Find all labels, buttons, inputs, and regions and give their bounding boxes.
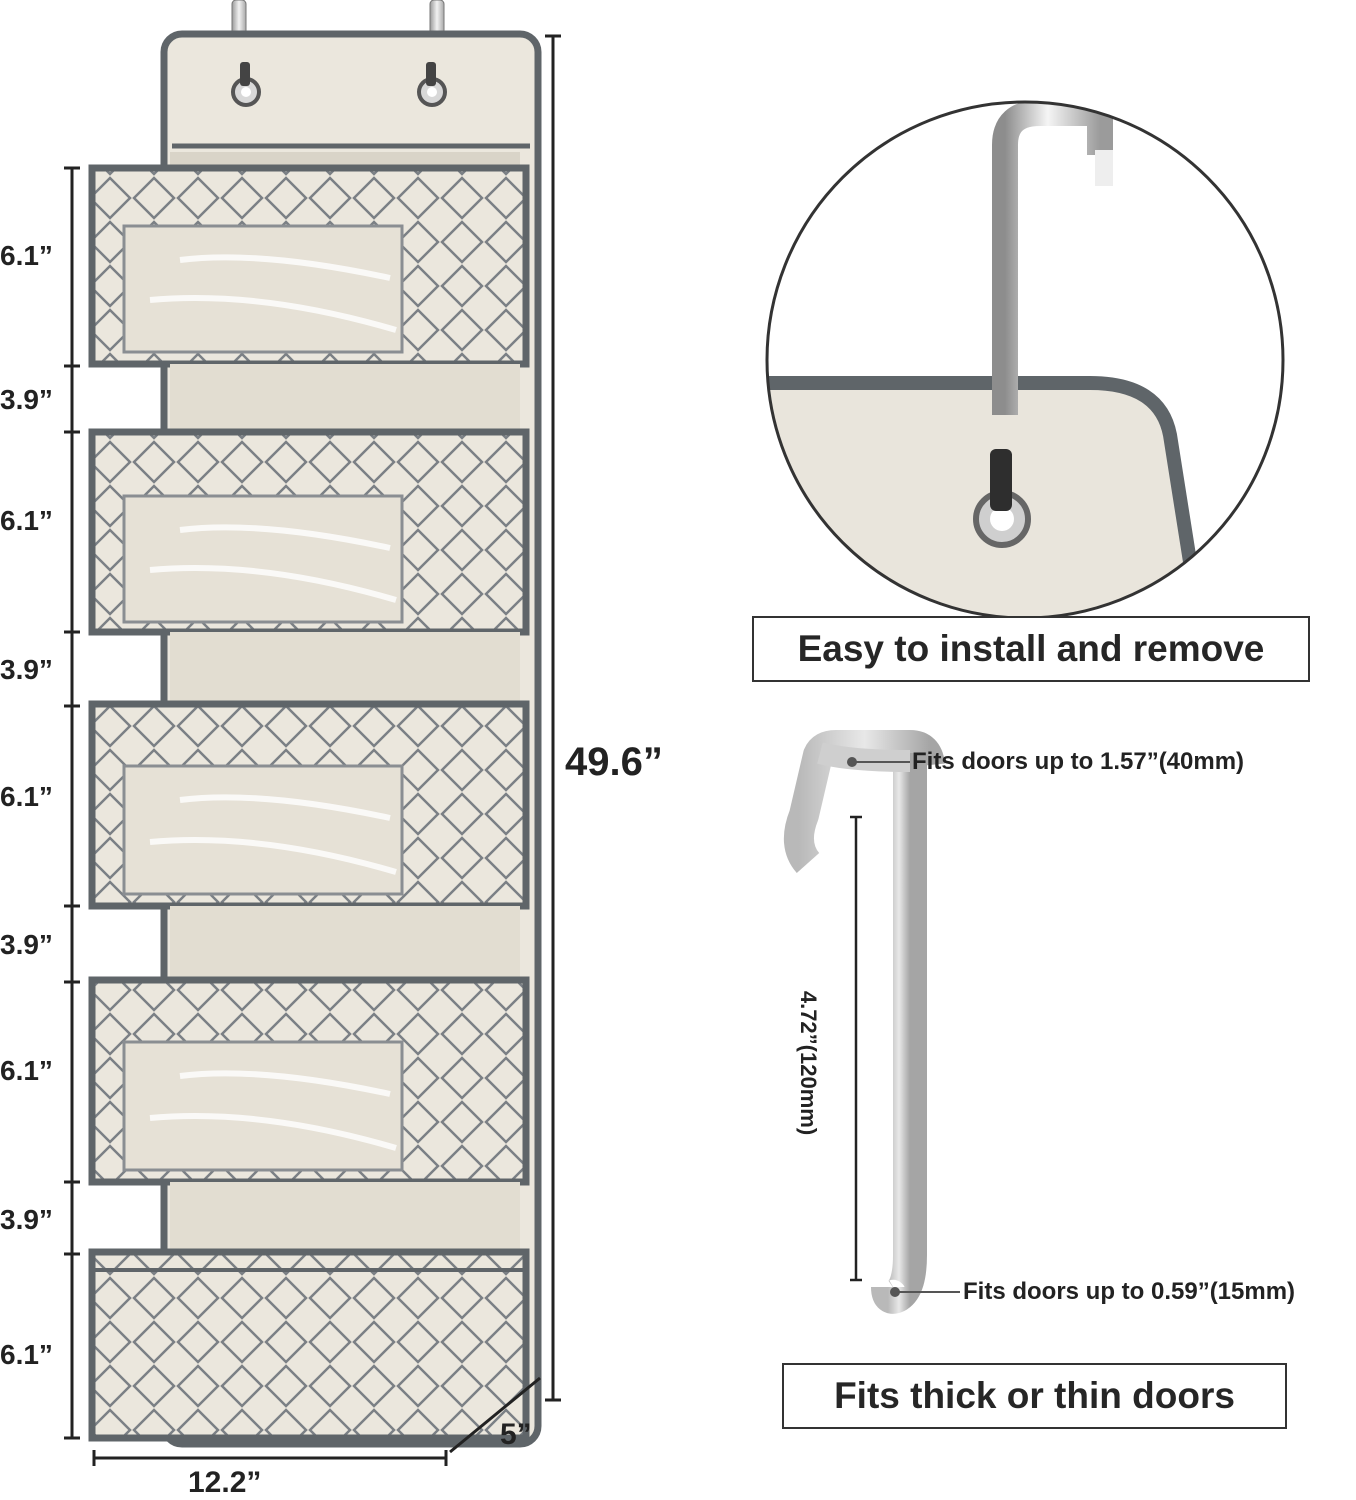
pocket-5 [88, 1182, 530, 1442]
pocket-3 [88, 632, 530, 910]
width-label: 12.2” [188, 1466, 262, 1499]
thin-door-callout: Fits doors up to 0.59”(15mm) [963, 1278, 1296, 1305]
hook-icon [992, 102, 1113, 415]
length-dimension-line [850, 815, 862, 1282]
dim-label-gap-2: 3.9” [0, 654, 53, 685]
grommet-right [417, 62, 447, 107]
dim-label-pocket-1: 6.1” [0, 240, 53, 271]
thick-door-callout: Fits doors up to 1.57”(40mm) [912, 748, 1245, 775]
depth-line [449, 1376, 541, 1454]
dim-label-gap-1: 3.9” [0, 384, 53, 415]
organizer-illustration [64, 0, 561, 1466]
grommet-closeup [973, 449, 1031, 548]
easy-install-caption: Easy to install and remove [752, 616, 1310, 682]
dim-label-gap-3: 3.9” [0, 929, 53, 960]
hook-spec-illustration [783, 730, 960, 1314]
top-callout-line [847, 757, 910, 767]
width-line [92, 1450, 448, 1466]
pocket-1 [88, 152, 530, 368]
dim-label-gap-4: 3.9” [0, 1204, 53, 1235]
hook-detail-circle [765, 100, 1285, 620]
depth-label: 5” [500, 1418, 532, 1451]
total-height-line [545, 34, 561, 1402]
dim-label-pocket-5: 6.1” [0, 1339, 53, 1370]
height-breakdown-line [64, 166, 80, 1440]
hook-length-label: 4.72”(120mm) [796, 990, 821, 1136]
total-height-label: 49.6” [565, 740, 663, 784]
dim-label-pocket-4: 6.1” [0, 1055, 53, 1086]
pocket-2 [88, 364, 530, 636]
pocket-4 [88, 906, 530, 1186]
thick-thin-caption: Fits thick or thin doors [782, 1363, 1287, 1429]
bottom-callout-line [890, 1287, 960, 1297]
dim-label-pocket-2: 6.1” [0, 505, 53, 536]
dim-label-pocket-3: 6.1” [0, 781, 53, 812]
grommet-left [231, 62, 261, 107]
